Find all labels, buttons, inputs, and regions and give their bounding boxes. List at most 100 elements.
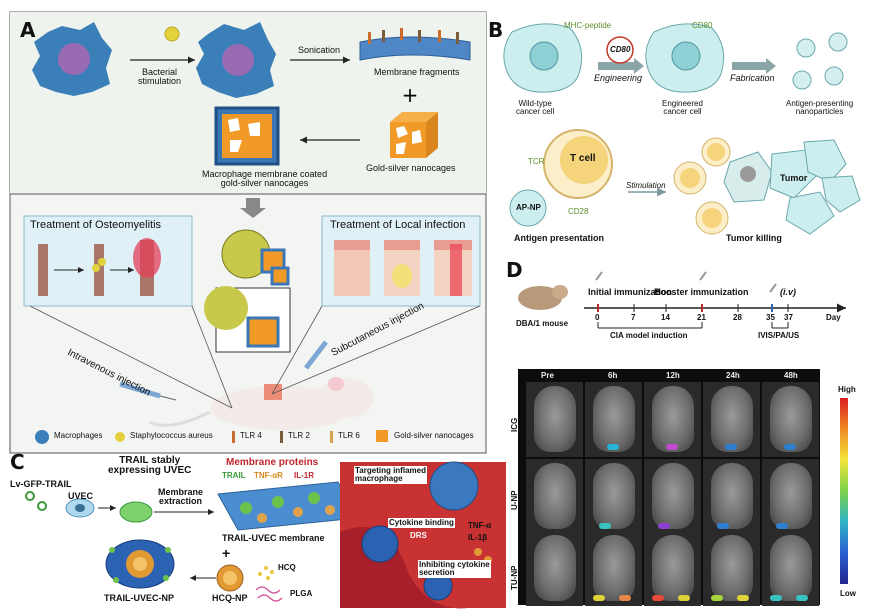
dba-mouse-label: DBA/1 mouse [516, 319, 569, 328]
membrane-fragments-label: Membrane fragments [374, 67, 460, 77]
col-24h: 24h [726, 371, 740, 380]
day-label: Day [826, 313, 841, 322]
bacterial-stimulation-label: Bacterial stimulation [138, 67, 182, 86]
membrane-proteins-label: Membrane proteins [226, 457, 319, 468]
trail-stably-label: TRAIL stably expressing UVEC [108, 455, 192, 476]
trail-uvec-cell-icon [119, 501, 153, 523]
gold-silver-nanocage-icon [390, 112, 438, 158]
colorbar-low: Low [840, 589, 856, 598]
legend-staphylococcus: Staphylococcus aureus [130, 431, 213, 440]
osteomyelitis-title: Treatment of Osteomyelitis [30, 219, 162, 231]
legend-macrophages: Macrophages [54, 431, 103, 440]
engineered-cell-icon [645, 23, 725, 93]
membrane-patch-icon [217, 481, 359, 531]
hcq-np-icon [216, 564, 244, 592]
image-tile [526, 459, 583, 534]
tick-21: 21 [697, 313, 706, 322]
tick-7: 7 [631, 313, 636, 322]
cd80-circle-icon [606, 36, 634, 64]
trail-uvec-np-label: TRAIL-UVEC-NP [104, 593, 174, 603]
image-tile [703, 531, 760, 606]
image-tile [585, 382, 642, 457]
mouse-photo-icon [518, 286, 562, 310]
drs-label: DRS [410, 531, 427, 540]
nanocages-label: Gold-silver nanocages [366, 163, 456, 173]
t-cell-icon [543, 129, 613, 199]
engineering-arrow-icon [598, 62, 634, 70]
syringe-icon [119, 340, 328, 401]
inhibiting-label: Inhibiting cytokine secretion [418, 560, 491, 578]
il1b-label: IL-1β [468, 533, 488, 542]
image-tile [762, 531, 819, 606]
bacterium-icon [164, 26, 180, 42]
image-tile [585, 459, 642, 534]
skin-tissue-icon [334, 240, 472, 296]
plga-label: PLGA [290, 589, 313, 598]
trail-uvec-membrane-label: TRAIL-UVEC membrane [222, 533, 325, 543]
legend-tlr6: TLR 6 [338, 431, 360, 440]
panel-c-graphics [25, 461, 506, 609]
ap-np-icon [509, 189, 547, 227]
apn-label: Antigen-presenting nanoparticles [786, 99, 854, 116]
engineering-label: Engineering [594, 73, 643, 83]
hcq-label: HCQ [278, 563, 296, 572]
panel-b-label: B [488, 18, 504, 42]
col-48h: 48h [784, 371, 798, 380]
nanoparticle-cluster-icon [221, 229, 290, 286]
syringe-iv-icon [769, 283, 777, 293]
image-tile [703, 382, 760, 457]
lentivirus-icon [25, 491, 47, 511]
col-12h: 12h [666, 371, 680, 380]
down-arrow-icon [240, 198, 266, 218]
legend-tlr4: TLR 4 [240, 431, 262, 440]
targeting-label: Targeting inflamed macrophage [354, 466, 427, 484]
t-cell-label: T cell [570, 153, 596, 164]
legend-nanocage-icon [376, 430, 388, 442]
trail-protein-label: TRAIL [222, 471, 246, 480]
trail-uvec-np-icon [105, 539, 175, 589]
wild-type-label: Wild-type cancer cell [516, 99, 555, 116]
cd28-label: CD28 [568, 207, 589, 216]
stimulation-label: Stimulation [626, 181, 666, 190]
sonication-label: Sonication [298, 45, 341, 55]
panel-a-graphics: + [9, 11, 487, 454]
timeline-graphics [518, 271, 846, 329]
image-tile [526, 531, 583, 606]
image-tile [585, 531, 642, 606]
coated-nanocage-icon [214, 106, 280, 166]
iv-label: (i.v) [780, 287, 797, 297]
panel-d-label: D [506, 258, 523, 282]
panel-a: + [9, 11, 487, 454]
fabrication-label: Fabrication [730, 73, 775, 83]
colorbar-high: High [838, 385, 856, 394]
ivis-label: IVIS/PA/US [758, 331, 800, 340]
syringe-booster-icon [699, 271, 707, 281]
legend-bacterium-icon [115, 432, 125, 442]
hcq-drug-icon [258, 566, 274, 580]
tumor-label: Tumor [780, 173, 808, 183]
colorbar [840, 398, 848, 584]
local-infection-title: Treatment of Local infection [330, 219, 466, 231]
tick-37: 37 [784, 313, 793, 322]
membrane-extraction-label: Membrane extraction [158, 487, 204, 506]
panel-d: D Initial immunization Booster immunizat… [506, 258, 870, 614]
image-tile [644, 459, 701, 534]
hcq-np-label: HCQ-NP [212, 593, 248, 603]
cia-label: CIA model induction [610, 331, 688, 340]
row-icg: ICG [510, 417, 519, 432]
uvec-label: UVEC [68, 491, 94, 501]
il1r-label: IL-1R [294, 471, 314, 480]
ap-np-label: AP-NP [516, 203, 541, 212]
macrophage-target-icon [361, 461, 492, 601]
panel-b-graphics [503, 23, 861, 235]
cd80-label: CD80 [692, 21, 713, 30]
antigen-presentation-label: Antigen presentation [514, 233, 605, 243]
engineered-label: Engineered cancer cell [662, 99, 703, 116]
plga-icon [255, 586, 283, 602]
legend-tlr6-icon [330, 431, 333, 443]
initial-immunization-label: Initial immunization [588, 287, 673, 297]
membrane-fragments-icon [359, 28, 471, 61]
panel-a-label: A [20, 18, 36, 42]
image-tile [762, 382, 819, 457]
plus-sign: + [222, 545, 231, 561]
